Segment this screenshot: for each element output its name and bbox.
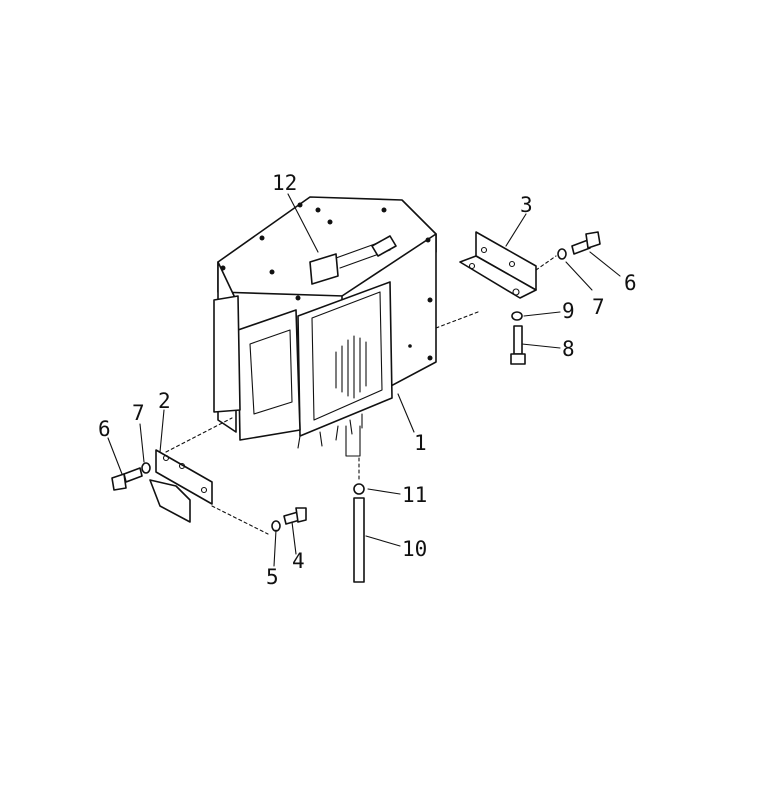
callout-7-left: 7 [132, 401, 145, 425]
bracket-left [149, 417, 269, 535]
callout-12: 12 [272, 171, 297, 195]
callout-10: 10 [402, 537, 427, 561]
bracket-right [435, 231, 557, 329]
clip-11 [353, 483, 365, 495]
washer-9 [511, 311, 523, 321]
callout-8: 8 [562, 337, 575, 361]
callout-7-right: 7 [592, 295, 605, 319]
callout-3: 3 [520, 193, 533, 217]
bolt-right-upper [571, 231, 601, 255]
callout-4: 4 [292, 549, 305, 573]
callout-5: 5 [266, 565, 279, 589]
callout-6-right: 6 [624, 271, 637, 295]
callout-1: 1 [414, 431, 427, 455]
callout-11: 11 [402, 483, 427, 507]
washer-left [141, 462, 151, 474]
callout-labels: 12 3 6 7 9 8 1 11 10 4 5 2 7 6 [98, 171, 637, 589]
callout-6-left: 6 [98, 417, 111, 441]
tube-10 [353, 457, 365, 583]
bolt-left-upper [111, 467, 143, 491]
bolt-4 [283, 507, 307, 525]
controller-box [213, 196, 437, 457]
washer-right [557, 248, 567, 260]
leader-lines [107, 193, 621, 567]
callout-9: 9 [562, 299, 575, 323]
bolt-8 [510, 325, 526, 365]
callout-2: 2 [158, 389, 171, 413]
